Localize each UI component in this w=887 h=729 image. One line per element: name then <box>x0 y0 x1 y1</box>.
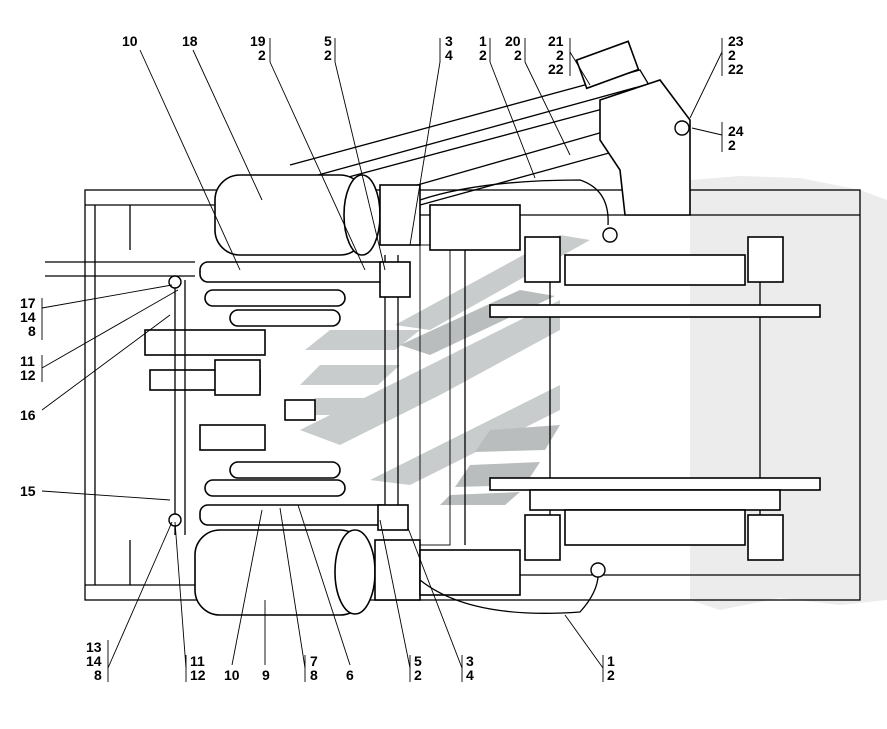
label-13: 13 <box>86 639 102 655</box>
label-21-sub2: 22 <box>548 61 564 77</box>
label-18: 18 <box>182 33 198 49</box>
leader-lines <box>41 38 723 682</box>
callout-labels: 10 18 19 2 5 2 3 4 1 2 20 2 21 2 22 23 2… <box>20 33 744 683</box>
label-10-top: 10 <box>122 33 138 49</box>
upper-rail <box>289 40 691 243</box>
label-3-top-sub: 4 <box>445 47 453 63</box>
bottom-cylinder <box>194 529 606 616</box>
label-13-sub2: 8 <box>94 667 102 683</box>
label-17: 17 <box>20 295 36 311</box>
label-1-bottom: 1 <box>607 653 615 669</box>
label-24: 24 <box>728 123 744 139</box>
label-19-sub: 2 <box>258 47 266 63</box>
label-5-bottom: 5 <box>414 653 422 669</box>
label-3-top: 3 <box>445 33 453 49</box>
label-6: 6 <box>346 667 354 683</box>
label-19: 19 <box>250 33 266 49</box>
label-20-sub: 2 <box>514 47 522 63</box>
label-5-top-sub: 2 <box>324 47 332 63</box>
label-9: 9 <box>262 667 270 683</box>
label-1-top-sub: 2 <box>479 47 487 63</box>
label-15: 15 <box>20 483 36 499</box>
label-7: 7 <box>310 653 318 669</box>
label-16: 16 <box>20 407 36 423</box>
label-17-sub: 14 <box>20 309 36 325</box>
label-5-bottom-sub: 2 <box>414 667 422 683</box>
right-block <box>489 236 821 561</box>
label-3-bottom-sub: 4 <box>466 667 474 683</box>
label-17-sub2: 8 <box>28 323 36 339</box>
label-24-sub: 2 <box>728 137 736 153</box>
label-7-sub: 8 <box>310 667 318 683</box>
label-3-bottom: 3 <box>466 653 474 669</box>
label-23-sub: 2 <box>728 47 736 63</box>
label-1-top: 1 <box>479 33 487 49</box>
label-20: 20 <box>505 33 521 49</box>
label-11-left: 11 <box>20 353 35 369</box>
label-21: 21 <box>548 33 564 49</box>
label-5-top: 5 <box>324 33 332 49</box>
label-21-sub: 2 <box>556 47 564 63</box>
label-23-sub2: 22 <box>728 61 744 77</box>
label-11-left-sub: 12 <box>20 367 36 383</box>
top-cylinder <box>214 174 609 256</box>
label-11-bottom: 11 <box>190 653 205 669</box>
label-10-bottom: 10 <box>224 667 240 683</box>
label-11-bottom-sub: 12 <box>190 667 206 683</box>
label-23: 23 <box>728 33 744 49</box>
label-13-sub: 14 <box>86 653 102 669</box>
centre-piping <box>45 255 411 535</box>
label-1-bottom-sub: 2 <box>607 667 615 683</box>
